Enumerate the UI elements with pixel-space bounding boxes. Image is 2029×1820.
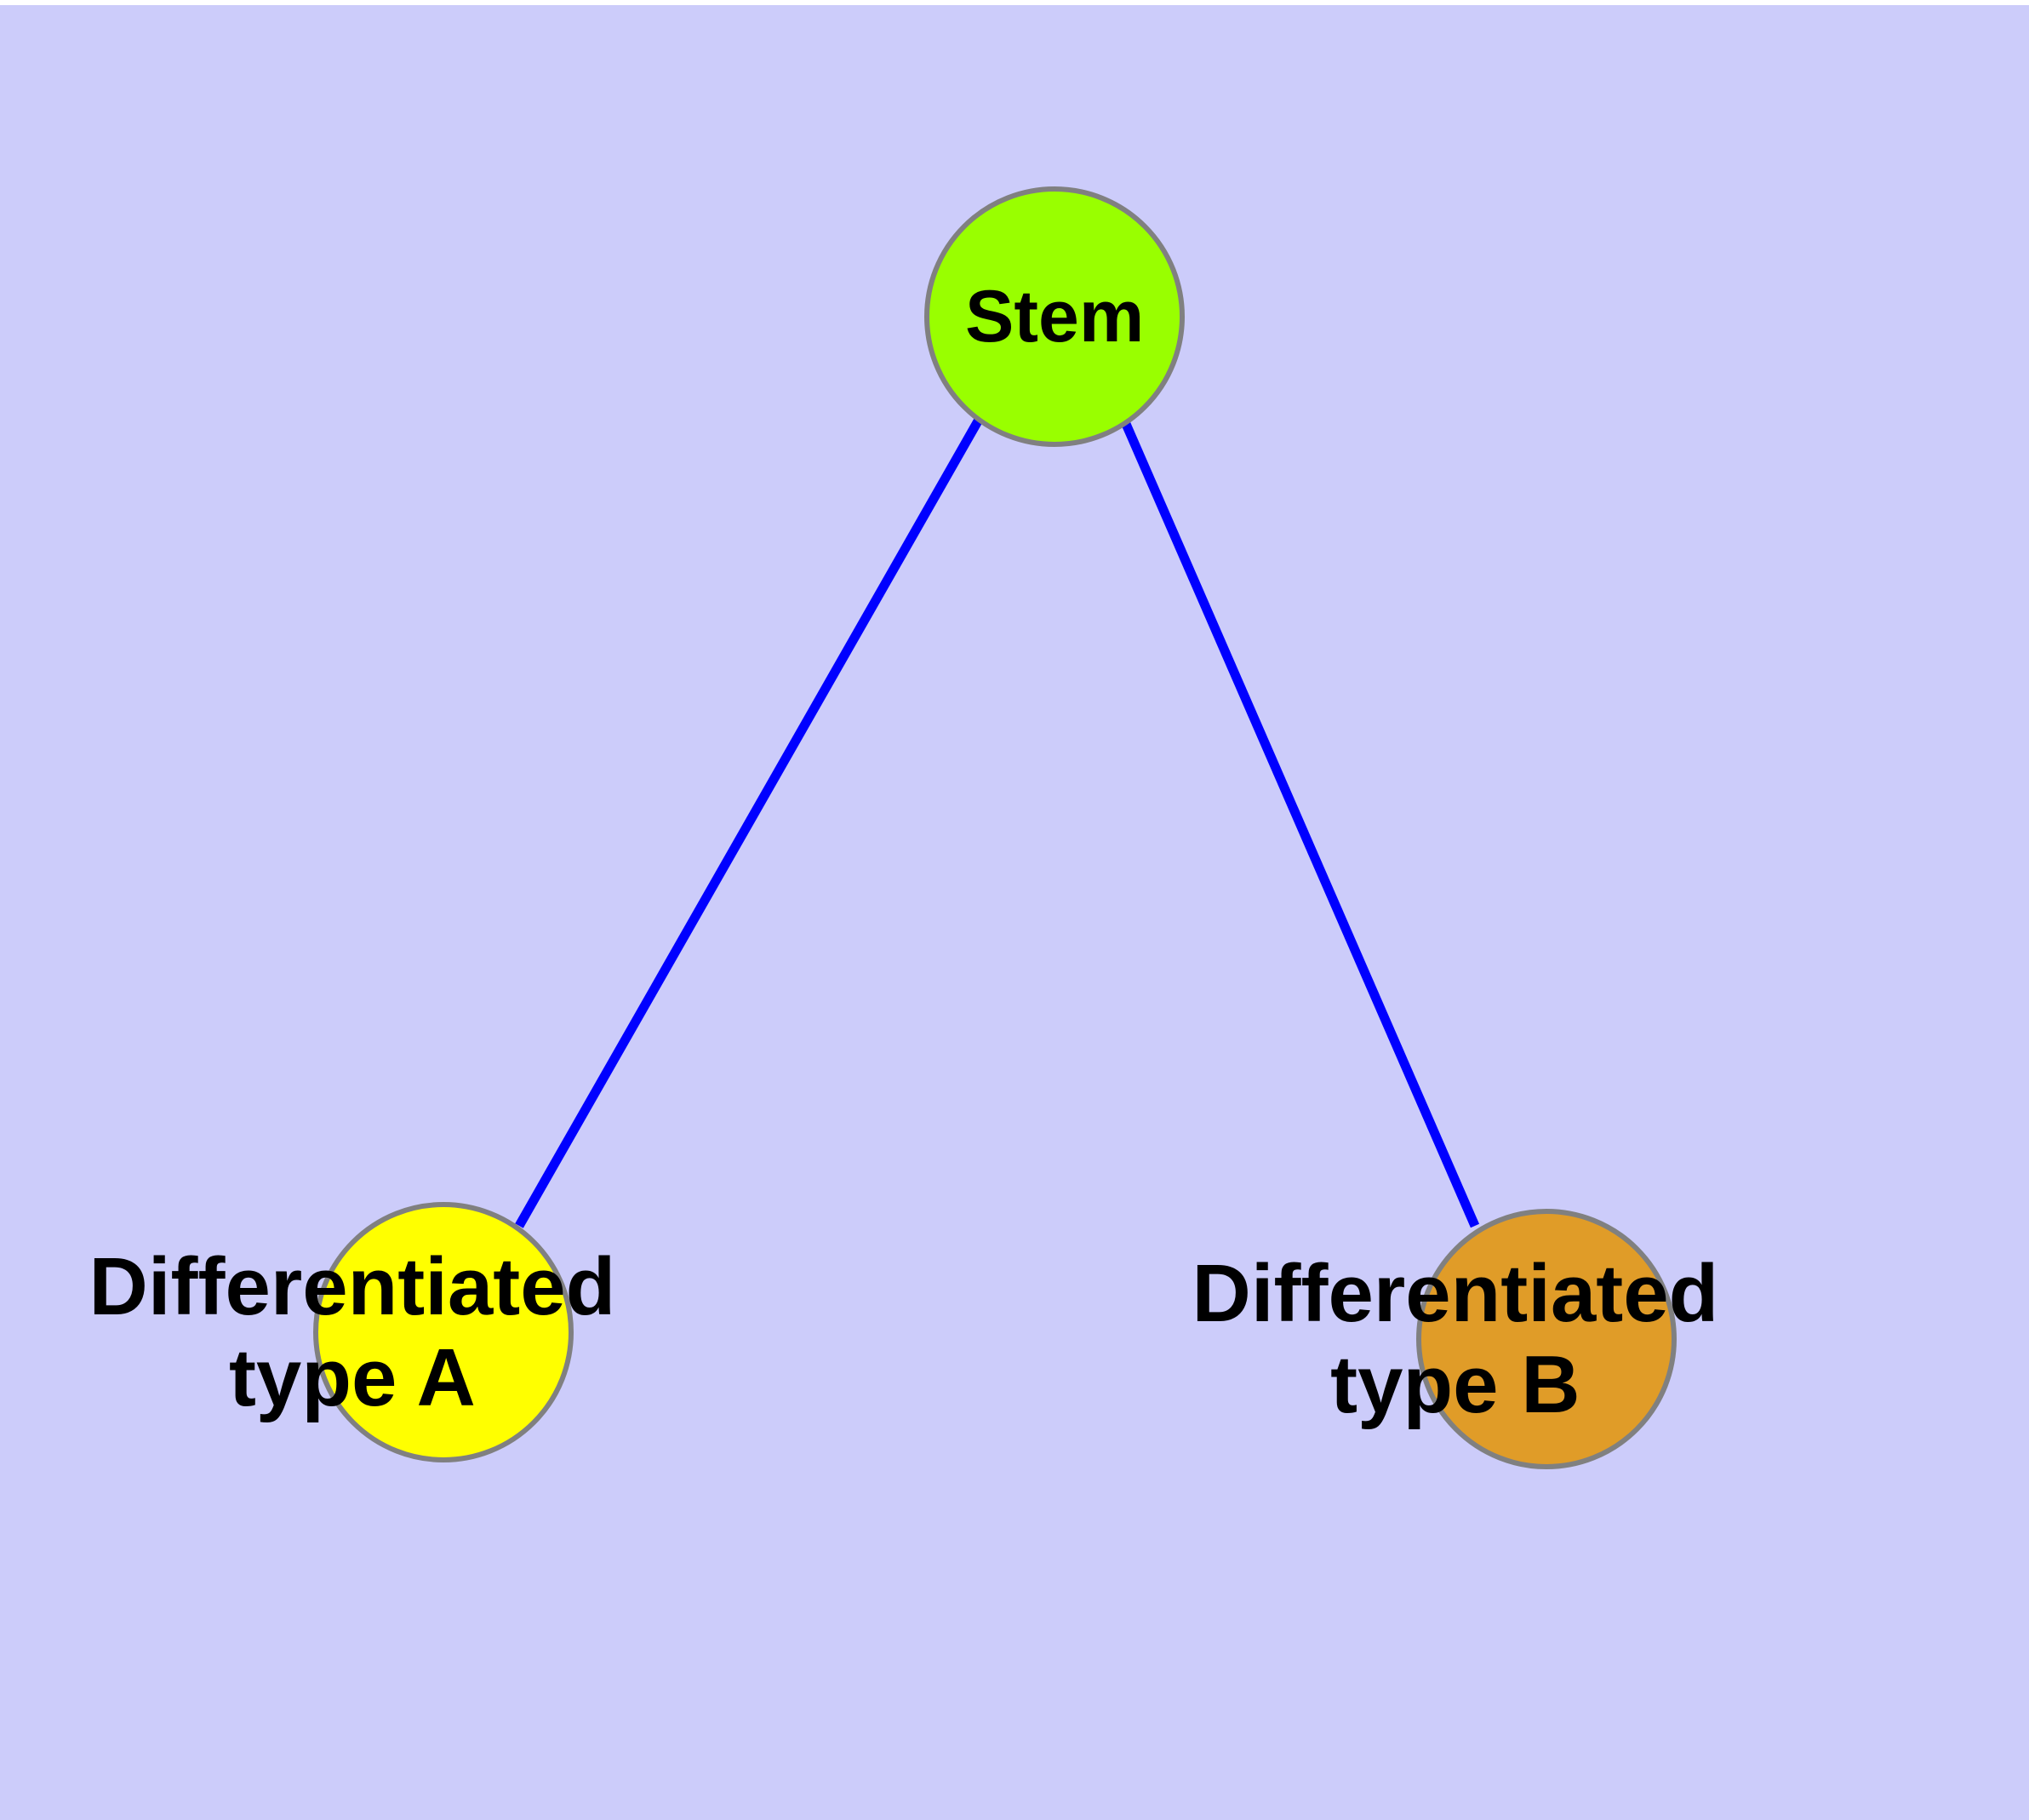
nodes-layer xyxy=(313,186,1677,1469)
graph-edge-stem-to-diff-b[interactable] xyxy=(1121,421,1480,1228)
graph-edge-stem-to-diff-a[interactable] xyxy=(515,417,983,1228)
graph-node-diff_a[interactable] xyxy=(313,1202,574,1462)
graph-node-diff_b[interactable] xyxy=(1416,1209,1677,1469)
graph-node-stem[interactable] xyxy=(924,186,1185,447)
edges-layer xyxy=(515,417,1480,1228)
